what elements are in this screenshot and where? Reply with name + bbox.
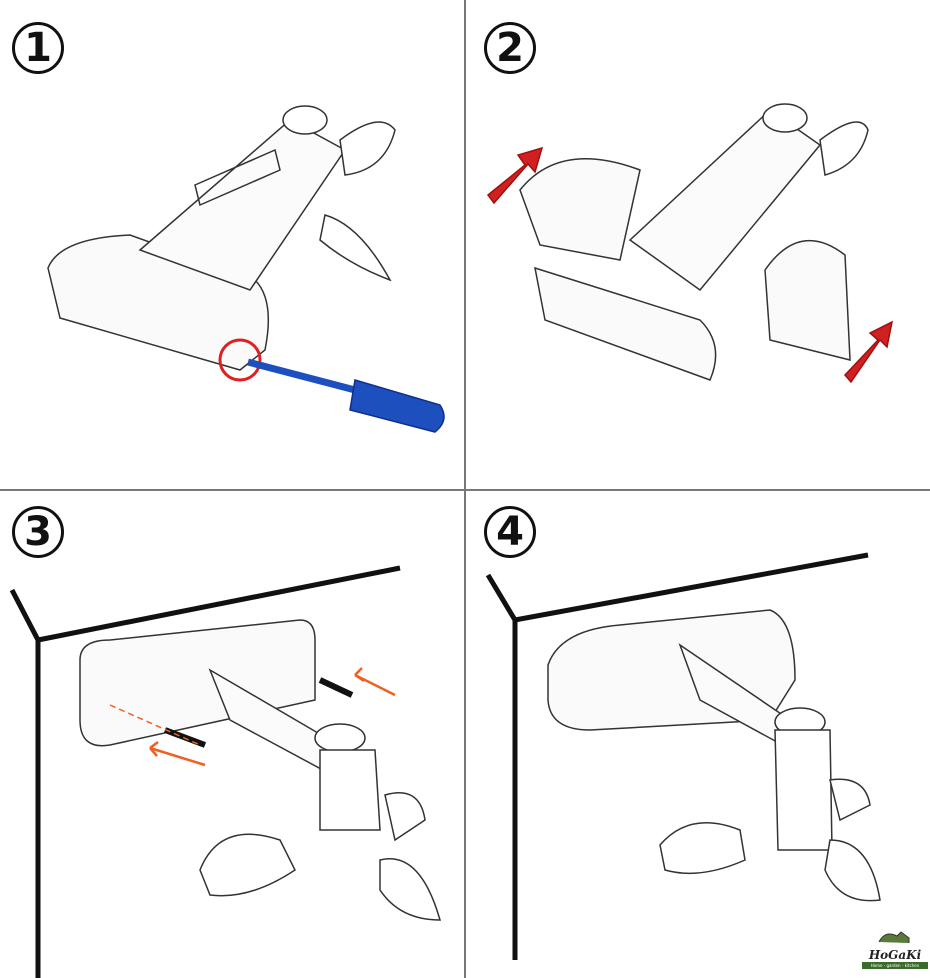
panel-4-installed (485, 552, 881, 960)
step-number-2: 2 (484, 22, 536, 74)
step-number-1: 1 (12, 22, 64, 74)
screw-icon (318, 677, 354, 698)
step-number-4: 4 (484, 506, 536, 558)
arrow-up-left-icon (486, 146, 544, 205)
house-leaf-icon (878, 931, 910, 943)
arrow-up-right-icon (843, 320, 894, 384)
screw-icon (163, 727, 207, 748)
brand-name: HoGaKi (868, 948, 922, 962)
screwdriver-handle-icon (349, 379, 445, 433)
panel-1-bracket (47, 105, 445, 433)
panel-3-wall-install (9, 565, 441, 978)
highlight-circle (218, 338, 262, 382)
step-number-3: 3 (12, 506, 64, 558)
arrow-orange-icon (149, 741, 206, 767)
brand-logo: HoGaKi Home - garden - kitchen (862, 928, 928, 969)
panel-2-bracket (486, 103, 894, 384)
horizontal-divider (0, 489, 930, 491)
brand-tagline: Home - garden - kitchen (862, 962, 928, 969)
screwdriver-shaft (247, 358, 356, 394)
arrow-orange-icon (354, 667, 396, 697)
